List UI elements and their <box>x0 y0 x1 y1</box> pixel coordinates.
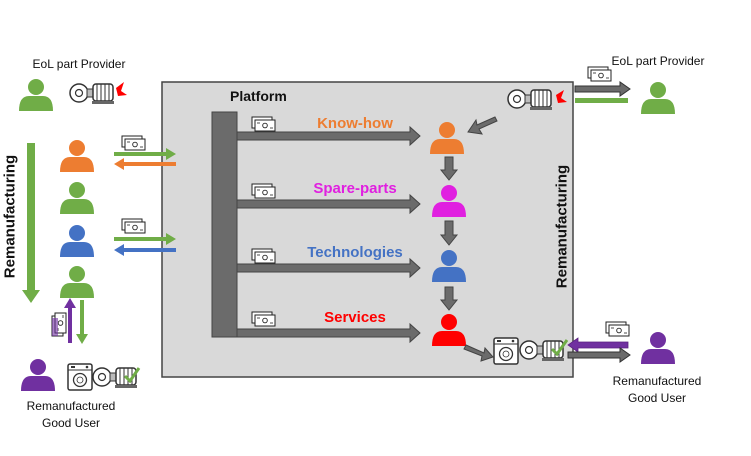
pump-motor-icon <box>69 83 115 105</box>
right-remanufacturing-label: Remanufacturing <box>553 164 571 289</box>
platform-title: Platform <box>230 88 287 104</box>
services-to-product-arrow <box>463 344 494 362</box>
left-user-label-line2: Good User <box>41 416 101 430</box>
money-icon <box>251 248 276 264</box>
left-provider-small-person-icon <box>60 182 94 214</box>
platform-branch-arrows <box>236 125 421 344</box>
washing-machine-icon <box>493 337 519 365</box>
right-user-person-icon <box>641 332 675 364</box>
money-icon <box>251 311 276 327</box>
left-technologies-person-icon <box>60 225 94 257</box>
left-remanufacturing-label: Remanufacturing <box>1 154 19 279</box>
check-icon <box>550 339 569 357</box>
right-provider-person-icon <box>641 82 675 114</box>
left-provider-label: EoL part Provider <box>32 57 126 71</box>
broken-mark-icon <box>556 90 567 103</box>
platform-bar <box>211 111 238 338</box>
money-icon <box>605 321 630 337</box>
branch-label-spare-parts: Spare-parts <box>313 180 397 197</box>
left-user-person-icon <box>21 359 55 391</box>
money-icon <box>121 218 146 234</box>
left-remanufacturing-arrow <box>22 143 40 303</box>
left-user-label: Remanufactured Good User <box>6 398 136 432</box>
money-icon <box>251 116 276 132</box>
washing-machine-icon <box>67 363 93 391</box>
right-user-label: Remanufactured Good User <box>592 373 722 407</box>
pump-to-platform-arrow <box>467 116 498 135</box>
branch-label-services: Services <box>324 309 386 326</box>
left-user-exchange <box>51 298 88 344</box>
broken-mark-icon <box>116 82 127 96</box>
money-icon <box>251 183 276 199</box>
right-user-label-line1: Remanufactured <box>612 374 702 388</box>
chain-arrows <box>439 156 459 311</box>
check-icon <box>123 367 141 384</box>
branch-label-know-how: Know-how <box>317 115 393 132</box>
right-provider-exchange <box>574 66 631 103</box>
left-exchange-blue <box>114 218 176 256</box>
left-provider-person-icon <box>19 79 53 111</box>
left-user-label-line1: Remanufactured <box>26 399 116 413</box>
branch-label-technologies: Technologies <box>307 244 403 261</box>
left-exchange-orange <box>114 135 176 170</box>
right-user-exchange <box>567 321 631 363</box>
right-user-label-line2: Good User <box>627 391 687 405</box>
right-provider-label: EoL part Provider <box>611 54 705 68</box>
money-icon <box>121 135 146 151</box>
left-provider-small-person-icon <box>60 266 94 298</box>
left-know-how-person-icon <box>60 140 94 172</box>
